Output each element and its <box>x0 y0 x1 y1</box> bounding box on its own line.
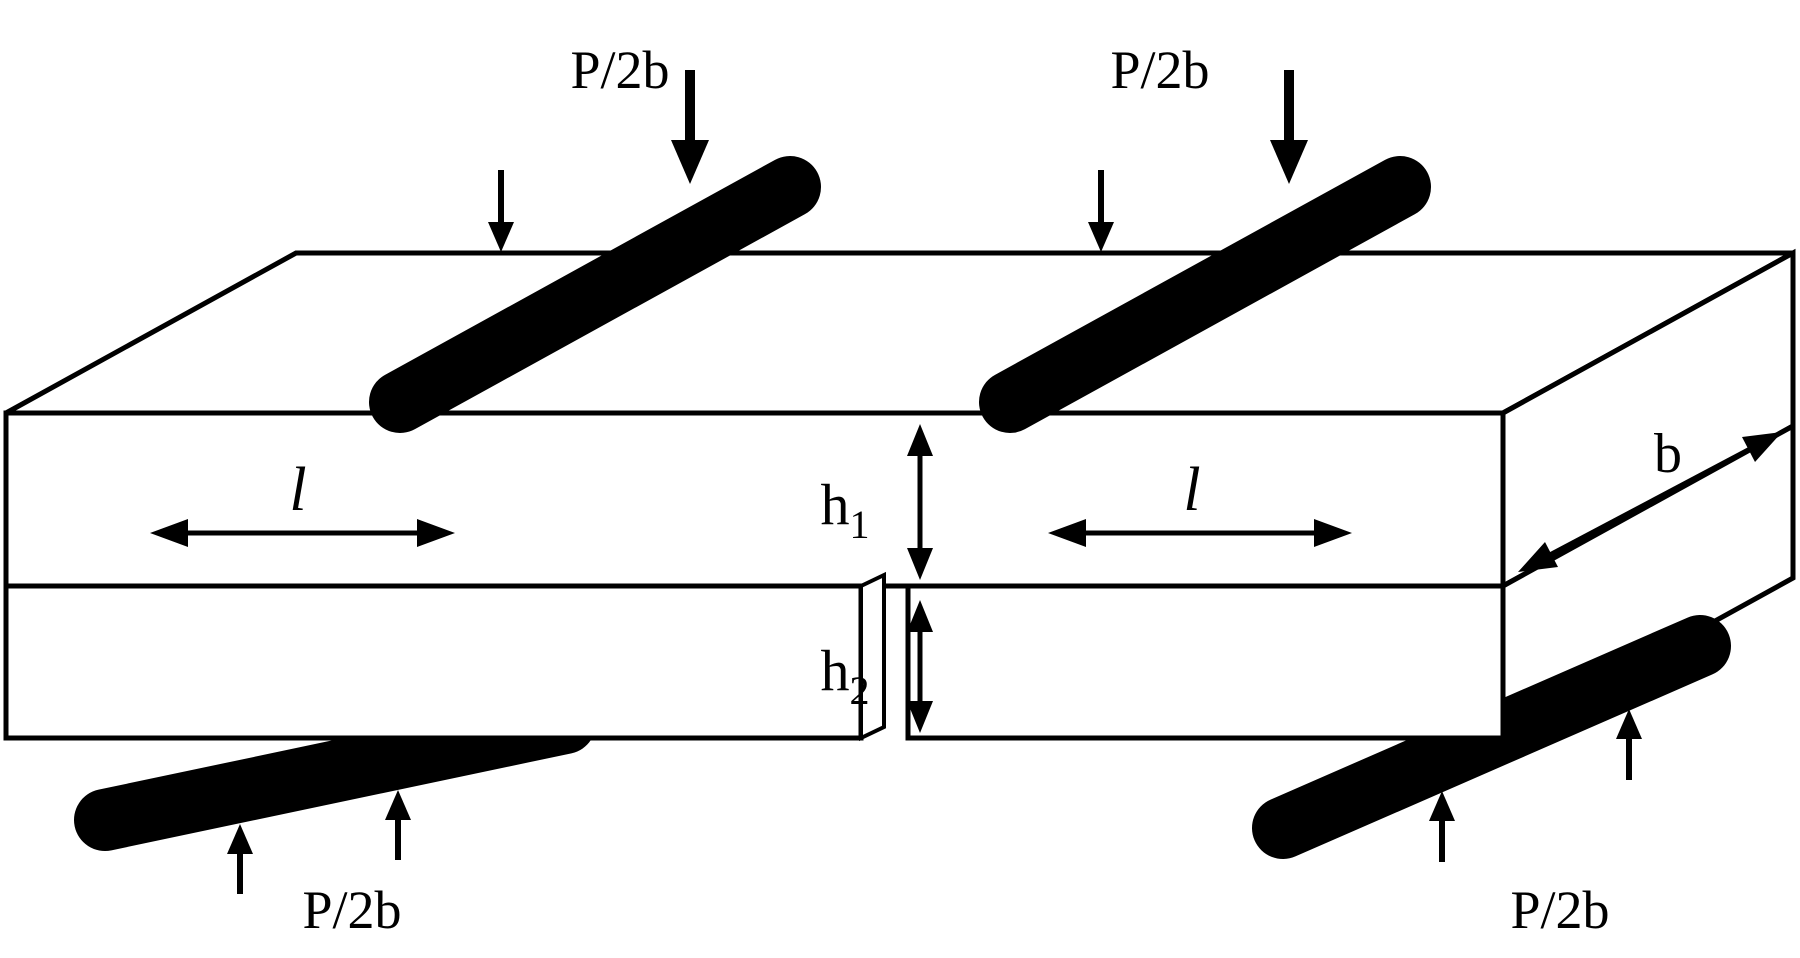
diagonal-arrow-icon <box>1518 542 1558 572</box>
label-h2: h2 <box>821 638 870 713</box>
up-arrow-icon <box>1616 709 1642 739</box>
down-arrow-icon <box>907 548 933 580</box>
up-arrow-icon <box>907 600 933 632</box>
down-arrow-icon <box>671 140 709 184</box>
down-arrow-icon <box>1088 222 1114 252</box>
label-span-left: l <box>289 456 306 524</box>
reaction-arrow-bottom-left-inner <box>385 790 411 860</box>
up-arrow-icon <box>907 424 933 456</box>
load-arrow-top-right-small <box>1088 170 1114 252</box>
specimen-front-face-bottom-left <box>3 583 864 741</box>
down-arrow-icon <box>907 701 933 733</box>
right-arrow-icon <box>417 519 455 547</box>
left-arrow-icon <box>150 519 188 547</box>
up-arrow-icon <box>227 824 253 854</box>
label-load-top-right: P/2b <box>1110 40 1209 100</box>
label-load-bottom-left: P/2b <box>302 880 401 940</box>
up-arrow-icon <box>1429 791 1455 821</box>
right-arrow-icon <box>1314 519 1352 547</box>
dimension-arrow-span-right <box>1048 519 1352 547</box>
load-arrow-top-left-large <box>671 70 709 184</box>
down-arrow-icon <box>488 222 514 252</box>
label-load-bottom-right: P/2b <box>1510 880 1609 940</box>
label-span-right: l <box>1183 456 1200 524</box>
dimension-arrow-h1 <box>907 424 933 580</box>
reaction-arrow-bottom-right-outer <box>1616 709 1642 780</box>
specimen-front-face-bottom-right <box>905 583 1506 741</box>
reaction-arrow-bottom-right-inner <box>1429 791 1455 862</box>
label-width-b: b <box>1654 423 1682 485</box>
specimen-top-face <box>4 250 1795 416</box>
load-arrow-top-right-large <box>1270 70 1308 184</box>
up-arrow-icon <box>385 790 411 820</box>
load-arrow-top-left-small <box>488 170 514 252</box>
left-arrow-icon <box>1048 519 1086 547</box>
notch-side-wall <box>859 571 886 742</box>
label-h1: h1 <box>821 472 870 547</box>
dimension-arrow-width-b <box>1518 432 1782 572</box>
load-roller-top-right <box>979 156 1431 433</box>
dimension-arrow-span-left <box>150 519 455 547</box>
reaction-arrow-bottom-left-outer <box>227 824 253 894</box>
label-load-top-left: P/2b <box>570 40 669 100</box>
diagonal-arrow-icon <box>1742 432 1782 462</box>
load-roller-top-left <box>369 156 821 433</box>
specimen-front-face-top-layer <box>3 410 1506 589</box>
dimension-arrow-h2 <box>907 600 933 733</box>
down-arrow-icon <box>1270 140 1308 184</box>
